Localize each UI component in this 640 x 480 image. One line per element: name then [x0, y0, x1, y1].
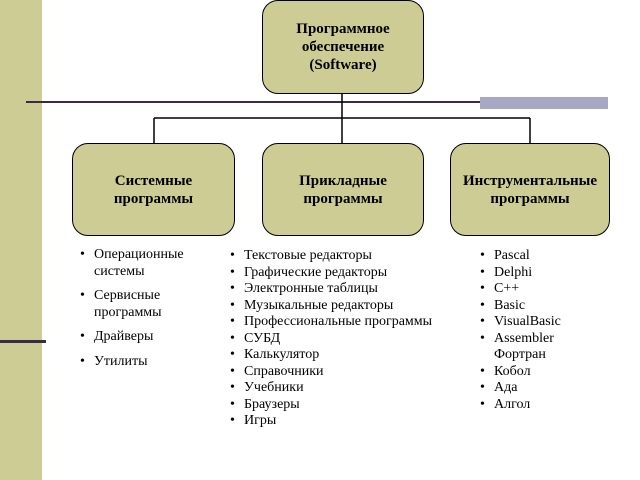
list-item: Кобол: [480, 364, 590, 381]
root-label: Программное обеспечение (Software): [296, 21, 390, 73]
list-item: Алгол: [480, 397, 590, 414]
list-item: Delphi: [480, 265, 590, 282]
list-item: Музыкальные редакторы: [230, 298, 470, 315]
list-applied: Текстовые редакторы Графические редактор…: [230, 248, 470, 430]
list-item: Текстовые редакторы: [230, 248, 470, 265]
list-tools: Pascal Delphi C++ Basic VisualBasic Asse…: [480, 248, 590, 413]
list-item: Электронные таблицы: [230, 281, 470, 298]
list-item: Графические редакторы: [230, 265, 470, 282]
decor-accent-bar: [480, 97, 608, 109]
decor-left-rule: [0, 340, 46, 343]
list-item: Сервисные программы: [80, 288, 198, 321]
list-item: VisualBasic: [480, 314, 590, 331]
list-item: Assembler Фортран: [480, 331, 590, 364]
list-item: Утилиты: [80, 354, 198, 371]
category-node-tools: Инструментальные программы: [450, 143, 610, 236]
list-item: C++: [480, 281, 590, 298]
left-decor-band: [0, 0, 42, 480]
list-item: СУБД: [230, 331, 470, 348]
list-item: Операционные системы: [80, 247, 198, 280]
category-label-applied: Прикладные программы: [299, 172, 387, 207]
list-item: Профессиональные программы: [230, 314, 470, 331]
list-system: Операционные системы Сервисные программы…: [80, 247, 198, 378]
list-item: Калькулятор: [230, 347, 470, 364]
list-item: Драйверы: [80, 329, 198, 346]
category-label-tools: Инструментальные программы: [462, 172, 598, 207]
category-node-applied: Прикладные программы: [262, 143, 424, 236]
list-item: Учебники: [230, 380, 470, 397]
category-label-system: Системные программы: [113, 172, 194, 207]
list-item: Игры: [230, 413, 470, 430]
list-item: Справочники: [230, 364, 470, 381]
list-item: Ада: [480, 380, 590, 397]
decor-rule-line: [26, 101, 608, 103]
list-item: Pascal: [480, 248, 590, 265]
category-node-system: Системные программы: [72, 143, 235, 236]
root-node: Программное обеспечение (Software): [262, 0, 424, 94]
list-item: Basic: [480, 298, 590, 315]
list-item: Браузеры: [230, 397, 470, 414]
